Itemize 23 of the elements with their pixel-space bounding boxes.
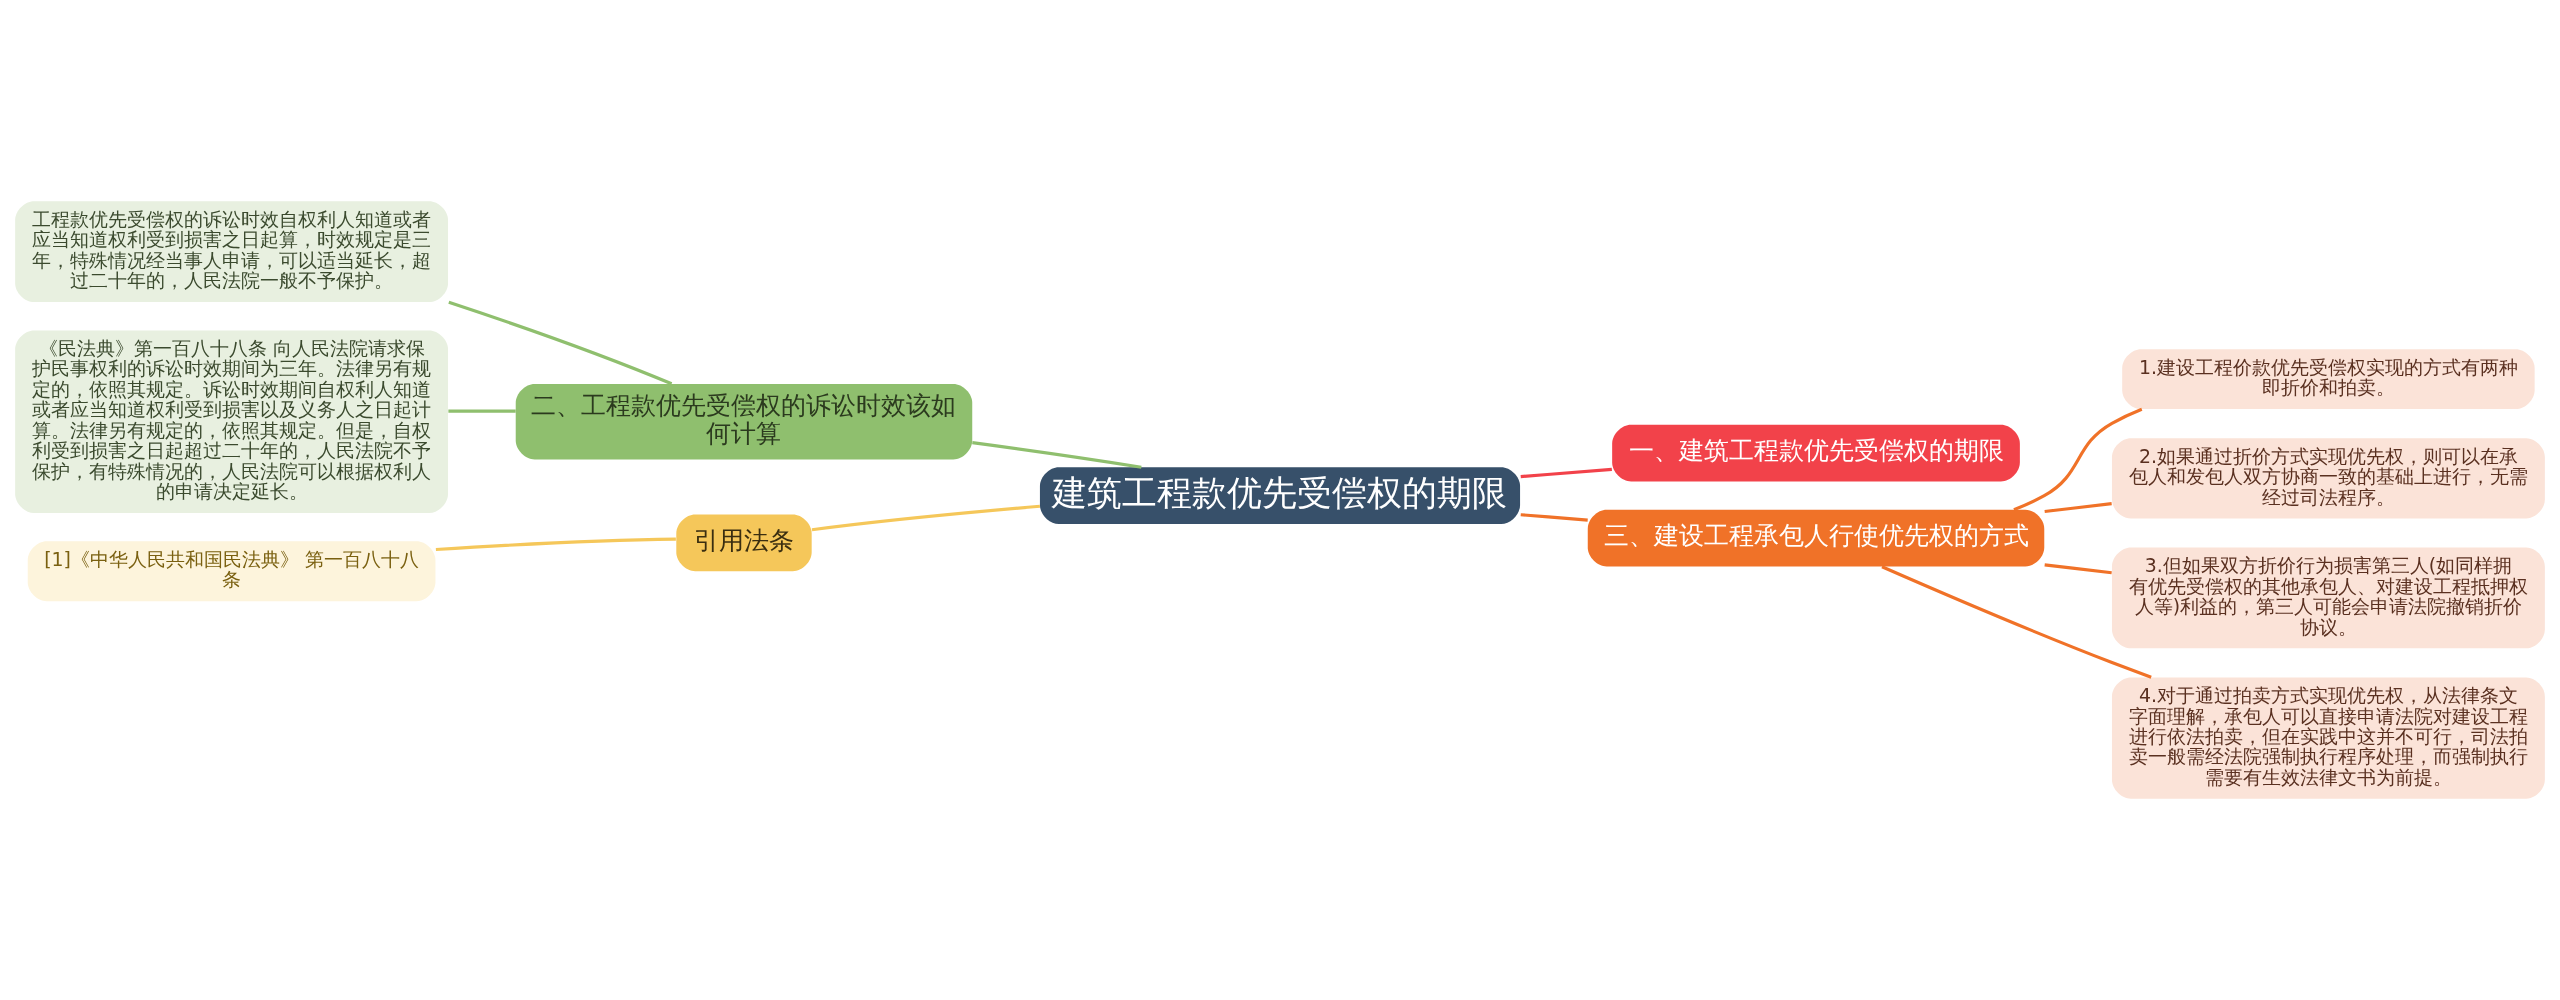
connector — [1520, 513, 1588, 522]
node-box: 4.对于通过拍卖方式实现优先权，从法律条文字面理解，承包人可以直接申请法院对建设工程进行依法拍卖，但在实践中这并不可行，司法拍卖一般需经法院强制执行程序处理，而强制执行需要有生效法律文书为前提。 — [2111, 677, 2545, 799]
node-box: 建筑工程款优先受偿权的期限 — [1039, 467, 1521, 524]
node-box: 二、工程款优先受偿权的诉讼时效该如何计算 — [515, 383, 973, 460]
node-box: 三、建设工程承包人行使优先权的方式 — [1587, 509, 2045, 567]
node-box: 工程款优先受偿权的诉讼时效自权利人知道或者应当知道权利受到损害之日起算，时效规定是三年，特殊情况经当事人申请，可以适当延长，超过二十年的，人民法院一般不予保护。 — [15, 201, 449, 303]
node-box: 《民法典》第一百八十八条 向人民法院请求保护民事权利的诉讼时效期间为三年。法律另有规定的，依照其规定。诉讼时效期间自权利人知道或者应当知道权利受到损害以及义务人之日起计算。法律另有规定的，依照其规定。但是，自权利受到损害之日起超过二十年的，人民法院不予保护，有特殊情况的，人民法院可以根据权利人的申请决定延长。 — [15, 330, 449, 513]
node-box: [1]《中华人民共和国民法典》 第一百八十八条 — [27, 541, 436, 602]
connector — [2013, 407, 2143, 512]
connector — [1520, 467, 1612, 479]
node-box: 一、建筑工程款优先受偿权的期限 — [1612, 424, 2020, 482]
connector — [2044, 502, 2112, 514]
connector — [448, 409, 516, 413]
connector — [972, 441, 1142, 469]
connector — [2044, 563, 2112, 575]
node-box: 1.建设工程价款优先受偿权实现的方式有两种即折价和拍卖。 — [2122, 349, 2535, 410]
connector — [448, 300, 673, 386]
connector — [435, 537, 676, 552]
node-box: 引用法条 — [676, 514, 812, 572]
node-box: 2.如果通过折价方式实现优先权，则可以在承包人和发包人双方协商一致的基础上进行，无需经过司法程序。 — [2111, 438, 2545, 519]
node-box: 3.但如果双方折价行为损害第三人(如同样拥有优先受偿权的其他承包人、对建设工程抵押权人等)利益的，第三人可能会申请法院撤销折价协议。 — [2111, 547, 2545, 649]
connector — [1881, 565, 2152, 679]
connector — [811, 504, 1041, 532]
